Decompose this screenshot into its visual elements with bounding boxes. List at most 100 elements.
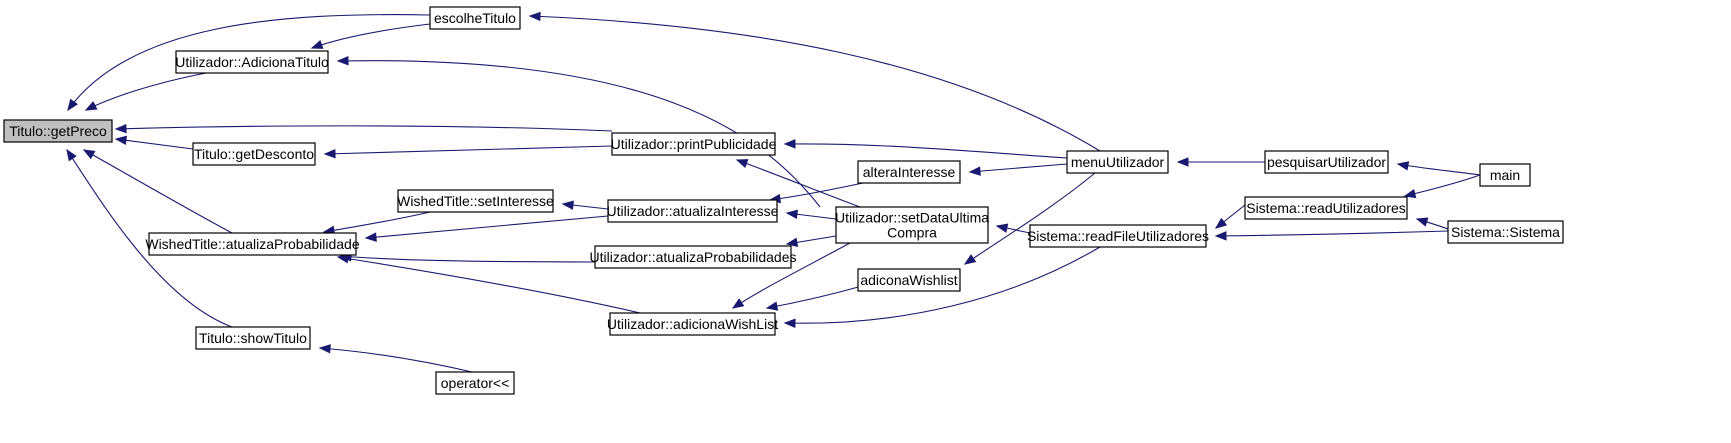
edge-line <box>769 182 864 201</box>
node-box <box>3 119 113 143</box>
node-box <box>148 232 357 256</box>
edge-arrowhead <box>318 344 331 354</box>
node-box <box>835 206 989 244</box>
node-label: Utilizador::adicionaWishList <box>607 316 778 332</box>
node-adiconaWishlist[interactable]: adiconaWishlist <box>857 268 961 292</box>
node-box <box>609 312 776 336</box>
edge-arrowhead <box>968 166 981 176</box>
node-label: main <box>1490 167 1520 183</box>
edge-setInteresse-to-atualizaProbabilidade <box>322 211 431 235</box>
node-readFileUtilizadores[interactable]: Sistema::readFileUtilizadores <box>1027 224 1209 248</box>
edge-arrowhead <box>528 11 541 22</box>
edge-setDataUltimaCompra-to-printPublicidade <box>735 159 861 208</box>
nodes-layer: Titulo::getPreco escolheTituloUtilizador:… <box>3 6 1564 395</box>
node-adicionaWishList[interactable]: Utilizador::adicionaWishList <box>607 312 778 336</box>
node-label: Sistema::readUtilizadores <box>1246 200 1406 216</box>
edge-atualizaInteresse-to-setInteresse <box>561 200 609 210</box>
node-box <box>1244 196 1408 220</box>
node-menuUtilizador[interactable]: menuUtilizador <box>1066 150 1169 174</box>
node-atualizaProbabilidade[interactable]: WishedTitle::atualizaProbabilidade <box>145 232 360 256</box>
edge-line <box>85 72 207 111</box>
edge-line <box>969 163 1068 173</box>
node-label: Sistema::readFileUtilizadores <box>1027 228 1209 244</box>
edge-readFileUtilizadores-to-adicionaWishList <box>783 246 1101 329</box>
edge-line <box>319 347 473 373</box>
edge-line <box>340 255 596 263</box>
node-label: alteraInteresse <box>863 164 956 180</box>
node-pesquisarUtilizador[interactable]: pesquisarUtilizador <box>1264 150 1389 174</box>
edge-main-to-pesquisarUtilizador <box>1396 161 1481 176</box>
node-operator[interactable]: operator<< <box>435 371 515 395</box>
edge-line <box>736 159 861 208</box>
node-label: escolheTitulo <box>434 10 516 26</box>
edge-arrowhead <box>1415 217 1429 227</box>
edge-atualizaProbabilidade-to-getPreco <box>82 149 233 234</box>
edge-arrowhead <box>1176 157 1189 167</box>
node-sistema[interactable]: Sistema::Sistema <box>1447 220 1564 244</box>
node-readUtilizadores[interactable]: Sistema::readUtilizadores <box>1244 196 1408 220</box>
edge-line <box>1404 174 1481 197</box>
node-label: menuUtilizador <box>1071 154 1165 170</box>
edge-arrowhead <box>1403 188 1417 199</box>
node-box <box>857 160 961 184</box>
node-label: adiconaWishlist <box>860 272 957 288</box>
node-box <box>192 142 316 166</box>
node-box <box>175 50 329 74</box>
edge-setDataUltimaCompra-to-atualizaProbabilidades <box>785 235 837 247</box>
node-box <box>1264 150 1389 174</box>
node-atualizaProbabilidades[interactable]: Utilizador::atualizaProbabilidades <box>589 245 797 269</box>
edge-setDataUltimaCompra-to-atualizaInteresse <box>785 209 837 220</box>
edge-line <box>115 138 194 150</box>
edge-arrowhead <box>765 301 779 311</box>
node-getDesconto[interactable]: Titulo::getDesconto <box>192 142 316 166</box>
node-box <box>1447 220 1564 244</box>
edge-line <box>784 246 1101 324</box>
node-label: Titulo::getDesconto <box>194 146 314 162</box>
node-label: pesquisarUtilizador <box>1267 154 1386 170</box>
edge-line <box>67 14 431 111</box>
edge-arrowhead <box>364 232 377 242</box>
edge-arrowhead <box>785 237 799 247</box>
edge-pesquisarUtilizador-to-menuUtilizador <box>1176 157 1265 167</box>
edge-arrowhead <box>783 139 796 149</box>
edge-arrowhead <box>114 123 127 134</box>
node-alteraInteresse[interactable]: alteraInteresse <box>857 160 961 184</box>
edge-arrowhead <box>66 148 77 162</box>
node-box <box>594 245 792 269</box>
edge-printPublicidade-to-getPreco <box>114 123 613 134</box>
node-escolheTitulo[interactable]: escolheTitulo <box>429 6 521 30</box>
node-showTitulo[interactable]: Titulo::showTitulo <box>195 326 311 350</box>
edge-arrowhead <box>995 223 1009 233</box>
edges-layer <box>66 11 1481 373</box>
node-printPublicidade[interactable]: Utilizador::printPublicidade <box>611 132 777 156</box>
edge-sistema-to-readUtilizadores <box>1415 217 1449 230</box>
edge-atualizaProbabilidades-to-atualizaProbabilidade <box>339 252 596 263</box>
node-box <box>611 132 776 156</box>
edge-alteraInteresse-to-atualizaInteresse <box>768 182 864 204</box>
edge-operator-to-showTitulo <box>318 344 473 373</box>
edge-arrowhead <box>731 298 745 309</box>
edge-line <box>337 60 821 208</box>
node-atualizaInteresse[interactable]: Utilizador::atualizaInteresse <box>607 199 779 223</box>
edge-menuUtilizador-to-adiconaWishlist <box>963 172 1096 265</box>
edge-adicionaTitulo-to-getPreco <box>84 72 207 111</box>
edge-arrowhead <box>785 209 798 219</box>
edge-main-to-readUtilizadores <box>1403 174 1481 199</box>
edge-line <box>732 242 851 309</box>
edge-readFileUtilizadores-to-setDataUltimaCompra <box>995 223 1031 234</box>
node-label: WishedTitle::setInteresse <box>397 193 554 209</box>
node-box <box>429 6 521 30</box>
edge-arrowhead <box>67 98 78 112</box>
edge-arrowhead <box>336 253 350 264</box>
node-box <box>857 268 961 292</box>
node-main[interactable]: main <box>1479 163 1531 187</box>
node-box <box>607 199 778 223</box>
node-getPreco[interactable]: Titulo::getPreco <box>3 119 113 143</box>
node-box <box>1029 224 1207 248</box>
edge-arrowhead <box>82 149 96 160</box>
edge-line <box>115 125 613 132</box>
node-adicionaTitulo[interactable]: Utilizador::AdicionaTitulo <box>175 50 329 74</box>
node-label: Compra <box>887 225 937 241</box>
node-setInteresse[interactable]: WishedTitle::setInteresse <box>397 189 554 213</box>
